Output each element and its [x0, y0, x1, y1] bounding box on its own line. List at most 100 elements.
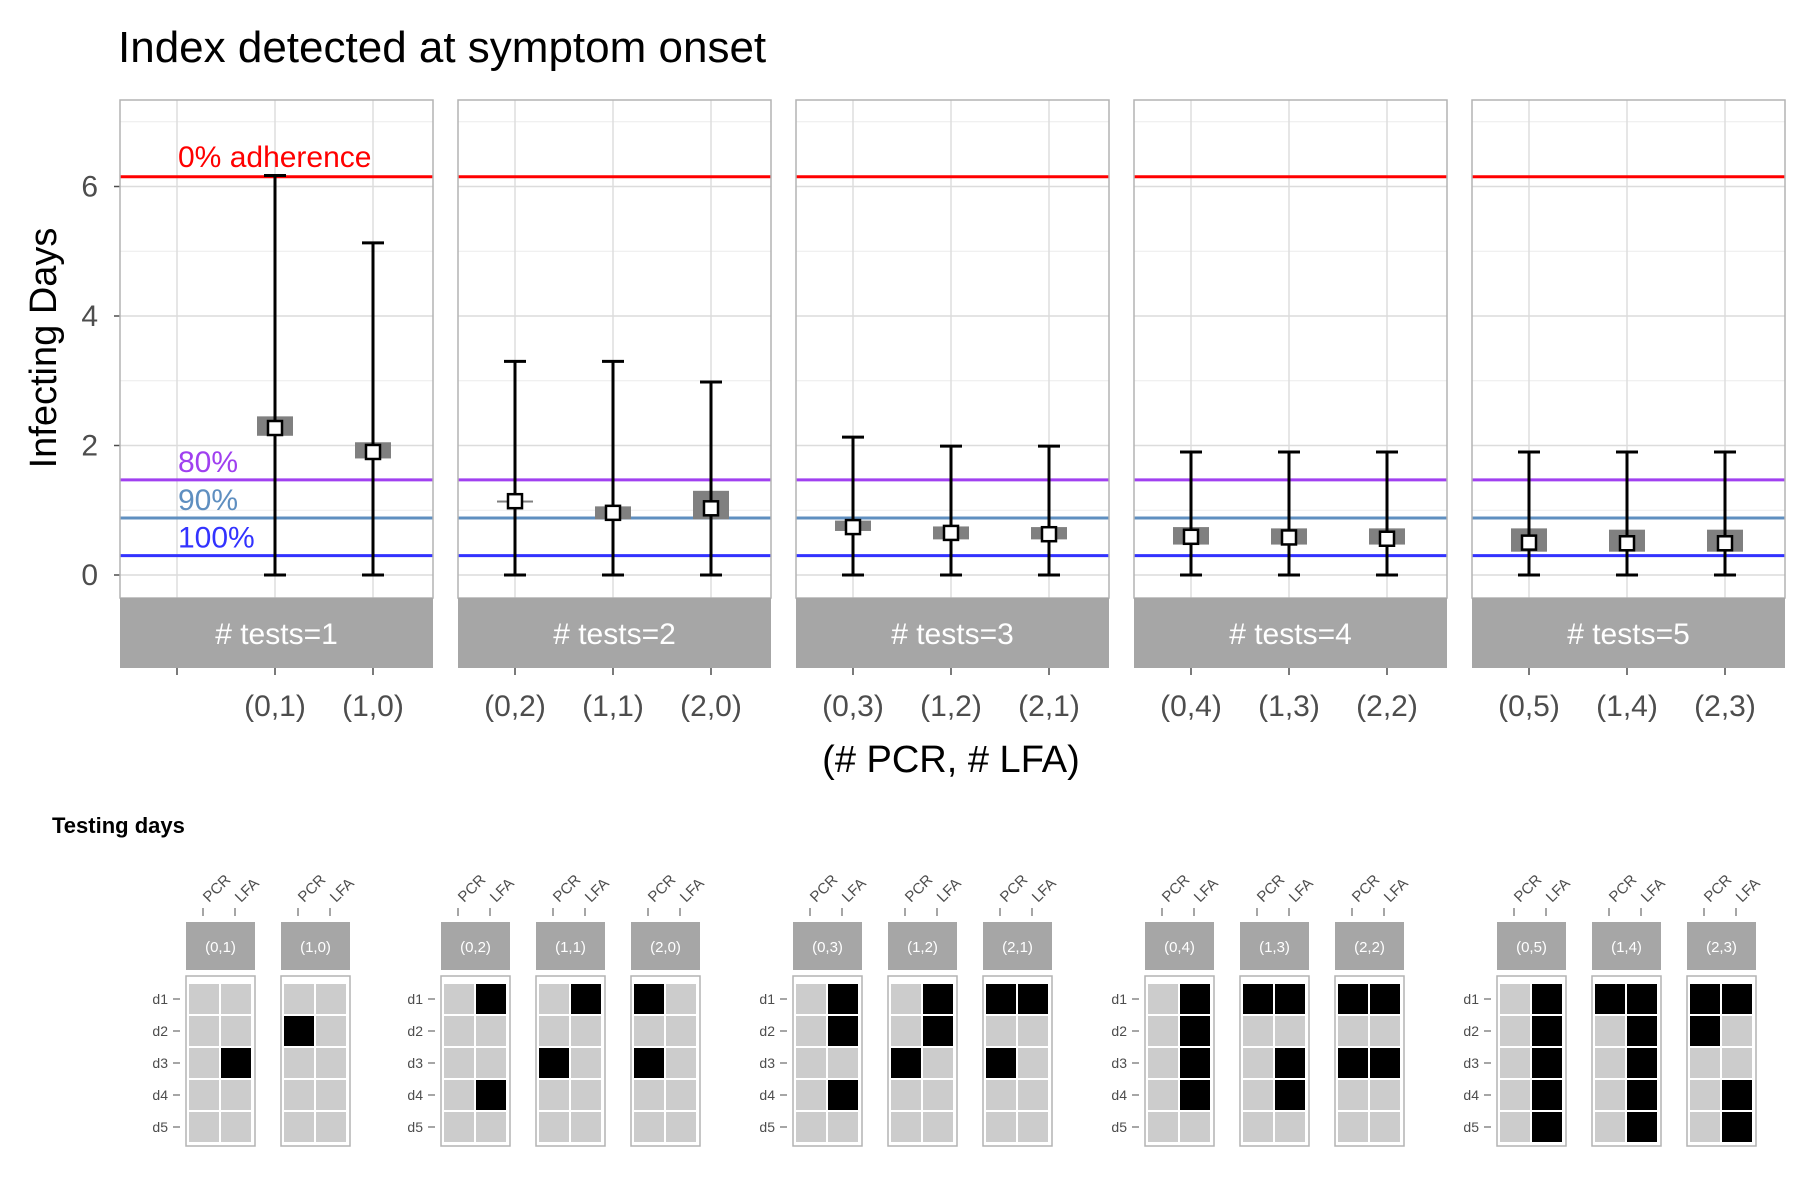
column-label: LFA — [327, 875, 358, 906]
test-cell-off — [1595, 1080, 1625, 1110]
test-cell-off — [1180, 1112, 1210, 1142]
test-cell-off — [539, 1016, 569, 1046]
test-cell-on — [923, 1016, 953, 1046]
test-cell-off — [986, 1080, 1016, 1110]
test-cell-on — [1722, 984, 1752, 1014]
y-tick-label: 4 — [81, 300, 98, 333]
day-label: d3 — [1111, 1055, 1127, 1071]
day-label: d5 — [407, 1119, 423, 1135]
test-cell-on — [1370, 1048, 1400, 1078]
test-cell-off — [1148, 984, 1178, 1014]
schedule-border — [1144, 975, 1215, 1147]
test-cell-off — [666, 1016, 696, 1046]
test-cell-off — [444, 1048, 474, 1078]
test-cell-off — [1243, 1080, 1273, 1110]
test-cell-on — [1627, 1112, 1657, 1142]
test-cell-on — [1595, 984, 1625, 1014]
test-cell-off — [1722, 1016, 1752, 1046]
schedule-label: (0,3) — [812, 939, 843, 956]
day-label: d2 — [152, 1023, 168, 1039]
schedule-label: (2,1) — [1002, 939, 1033, 956]
test-cell-on — [1243, 984, 1273, 1014]
test-cell-off — [316, 1016, 346, 1046]
test-cell-off — [316, 1048, 346, 1078]
y-tick-label: 6 — [81, 171, 98, 204]
test-cell-off — [539, 984, 569, 1014]
column-label: PCR — [550, 871, 585, 906]
column-label: LFA — [582, 875, 613, 906]
reference-line-label: 100% — [178, 522, 255, 555]
column-label: PCR — [1159, 871, 1194, 906]
test-cell-on — [1532, 1080, 1562, 1110]
day-label: d1 — [407, 991, 423, 1007]
test-cell-off — [891, 1112, 921, 1142]
schedule-label: (0,1) — [205, 939, 236, 956]
x-tick-label: (1,0) — [342, 690, 404, 723]
test-cell-off — [666, 1080, 696, 1110]
x-tick-label: (0,3) — [822, 690, 884, 723]
test-cell-on — [1275, 1048, 1305, 1078]
strip-label: # tests=3 — [891, 618, 1014, 651]
x-tick-label: (0,4) — [1160, 690, 1222, 723]
day-label: d1 — [1111, 991, 1127, 1007]
column-label: PCR — [1701, 871, 1736, 906]
test-cell-off — [476, 1112, 506, 1142]
column-label: PCR — [1606, 871, 1641, 906]
strip-background — [1134, 598, 1447, 668]
test-cell-on — [1532, 984, 1562, 1014]
test-cell-off — [1595, 1016, 1625, 1046]
schedule-border — [982, 975, 1053, 1147]
schedule-header — [1497, 922, 1566, 970]
test-cell-on — [1180, 1016, 1210, 1046]
schedule-header — [1240, 922, 1309, 970]
strip-label: # tests=5 — [1567, 618, 1690, 651]
column-label: LFA — [839, 875, 870, 906]
chart-title: Index detected at symptom onset — [118, 23, 766, 72]
schedule-header — [186, 922, 255, 970]
schedule-label: (1,1) — [555, 939, 586, 956]
x-tick-label: (0,1) — [244, 690, 306, 723]
test-cell-off — [1500, 1016, 1530, 1046]
test-cell-off — [476, 1048, 506, 1078]
schedule-header — [1687, 922, 1756, 970]
test-cell-on — [1627, 1080, 1657, 1110]
median-marker — [942, 524, 960, 542]
test-cell-on — [476, 984, 506, 1014]
x-tick-label: (1,3) — [1258, 690, 1320, 723]
schedule-header — [1145, 922, 1214, 970]
test-cell-on — [1180, 984, 1210, 1014]
column-label: PCR — [1349, 871, 1384, 906]
reference-line-label: 80% — [178, 446, 238, 479]
test-cell-off — [571, 1016, 601, 1046]
schedule-border — [792, 975, 863, 1147]
strip-background — [458, 598, 771, 668]
x-axis-label: (# PCR, # LFA) — [822, 739, 1080, 781]
column-label: PCR — [902, 871, 937, 906]
test-cell-on — [1627, 1048, 1657, 1078]
test-cell-on — [891, 1048, 921, 1078]
column-label: LFA — [232, 875, 263, 906]
test-cell-off — [1500, 1048, 1530, 1078]
test-cell-off — [284, 984, 314, 1014]
test-cell-off — [189, 1048, 219, 1078]
test-cell-off — [666, 984, 696, 1014]
test-cell-on — [1370, 984, 1400, 1014]
median-marker — [1378, 530, 1396, 547]
schedule-header — [536, 922, 605, 970]
test-cell-on — [1018, 984, 1048, 1014]
test-cell-off — [221, 984, 251, 1014]
column-label: LFA — [1191, 875, 1222, 906]
test-cell-off — [796, 1080, 826, 1110]
day-label: d2 — [1463, 1023, 1479, 1039]
strip-background — [120, 598, 433, 668]
median-marker — [1280, 529, 1298, 546]
test-cell-off — [923, 1048, 953, 1078]
schedule-label: (0,4) — [1164, 939, 1195, 956]
